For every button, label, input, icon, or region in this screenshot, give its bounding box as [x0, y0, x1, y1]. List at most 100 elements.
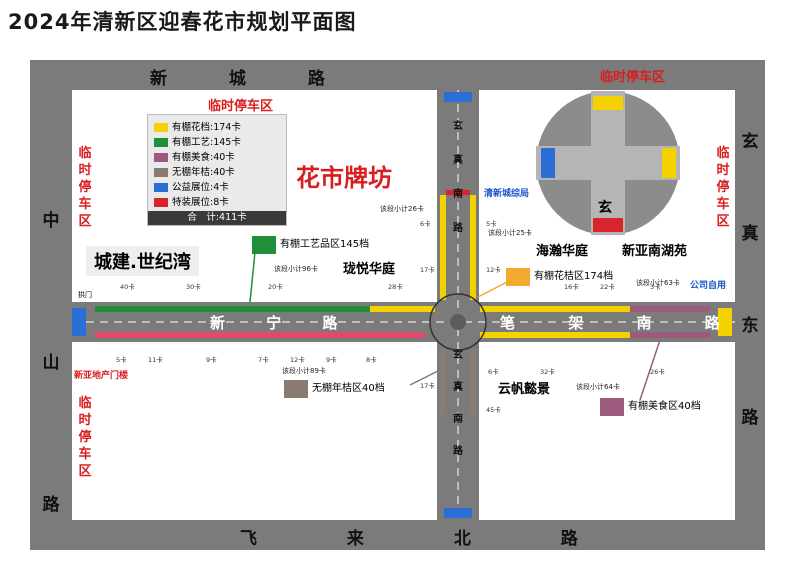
road-west [30, 60, 72, 550]
road-north [30, 60, 765, 90]
booths-east-south-food [630, 332, 710, 338]
zone-orange: 无棚年桔区40档 [284, 380, 385, 398]
north-gate-marker [444, 92, 472, 102]
booths-east-south [480, 332, 630, 338]
road-south [30, 520, 765, 550]
count-n4: 12卡 [486, 266, 501, 274]
count-e2: 22卡 [600, 283, 615, 291]
count-es1: 6卡 [488, 368, 499, 376]
inset-booths-left [541, 148, 555, 178]
parking-left-bottom: 临时停车区 [78, 396, 92, 479]
count-ws3: 9卡 [206, 356, 217, 364]
subtotal-north: 该段小计26卡 [380, 205, 424, 213]
road-name-center-right: 笔 架 南 路 [500, 314, 744, 332]
zone-craft: 有棚工艺品区145档 [252, 236, 369, 254]
arch-label: 花市牌坊 [296, 164, 392, 192]
road-name-north-vertical: 玄真南路 [453, 121, 463, 234]
legend-swatch [154, 153, 168, 162]
leader-food [639, 339, 661, 401]
subtotal-west: 该段小计96卡 [274, 265, 318, 273]
booths-north-left [440, 195, 446, 300]
booths-west-north-flower [370, 306, 435, 312]
count-n2: 17卡 [420, 266, 435, 274]
count-n3: 5卡 [486, 220, 497, 228]
count-w3: 20卡 [268, 283, 283, 291]
count-ws6: 9卡 [326, 356, 337, 364]
gate-label: 新亚地产门楼 [74, 371, 129, 381]
booths-west-south [95, 332, 425, 338]
legend-swatch [154, 138, 168, 147]
map-title: 2024年清新区迎春花市规划平面图 [8, 10, 357, 34]
legend-item: 无棚年桔:40卡 [154, 166, 235, 179]
parking-top-left: 临时停车区 [208, 99, 274, 114]
east-entry-marker [718, 308, 732, 336]
count-w4: 28卡 [388, 283, 403, 291]
parking-left-top: 临时停车区 [78, 146, 92, 229]
zone-food: 有棚美食区40档 [600, 398, 701, 416]
legend-item: 有棚美食:40卡 [154, 151, 235, 164]
road-name-south: 飞 来 北 路 [240, 529, 620, 549]
yunfan-label: 云帆懿景 [498, 382, 551, 397]
chengjian-label: 城建.世纪湾 [86, 246, 199, 276]
count-ws2: 11卡 [148, 356, 163, 364]
count-w2: 30卡 [186, 283, 201, 291]
booths-north-right [470, 195, 476, 300]
parking-top-right: 临时停车区 [600, 70, 666, 85]
inset-booths-right [662, 148, 676, 178]
booths-south-left [440, 345, 446, 415]
count-w1: 40卡 [120, 283, 135, 291]
legend-item: 特装展位:8卡 [154, 196, 229, 209]
count-e3: 3卡 [650, 283, 661, 291]
legend-swatch [154, 123, 168, 132]
legend-swatch [154, 198, 168, 207]
legend: 有棚花档:174卡 有棚工艺:145卡 有棚美食:40卡 无棚年桔:40卡 公益… [147, 114, 287, 226]
booths-south-right [470, 345, 476, 415]
arch-marker [446, 190, 470, 195]
road-east [735, 60, 765, 550]
inset-road-v [591, 91, 625, 235]
legend-swatch [154, 168, 168, 177]
count-ws5: 12卡 [290, 356, 305, 364]
legend-item: 有棚花档:174卡 [154, 121, 241, 134]
leader-orange [409, 369, 441, 386]
legend-swatch [154, 183, 168, 192]
center-core [450, 314, 466, 330]
legend-item: 有棚工艺:145卡 [154, 136, 241, 149]
count-ws4: 7卡 [258, 356, 269, 364]
subtotal-east-south: 该段小计64卡 [576, 383, 620, 391]
entrance-label: 拱门 [78, 291, 92, 299]
subtotal-east: 该段小计63卡 [636, 279, 680, 287]
booths-east-north-food [630, 306, 710, 312]
south-gate-marker [444, 508, 472, 518]
longyue-label: 珑悦华庭 [343, 262, 396, 277]
legend-item: 公益展位:4卡 [154, 181, 229, 194]
count-n1: 6卡 [420, 220, 431, 228]
subtotal-north2: 该段小计25卡 [488, 229, 532, 237]
booths-east-north [480, 306, 710, 312]
subtotal-west-south: 该段小计89卡 [282, 367, 326, 375]
road-name-east: 玄真东路 [741, 132, 759, 428]
count-s2: 45卡 [486, 406, 501, 414]
parking-right: 临时停车区 [716, 146, 730, 229]
inset-booths-top [593, 96, 623, 110]
count-e1: 16卡 [564, 283, 579, 291]
count-es2: 32卡 [540, 368, 555, 376]
count-ws7: 8卡 [366, 356, 377, 364]
zone-flower: 有棚花桔区174档 [506, 268, 613, 286]
road-name-north: 新 城 路 [150, 69, 353, 89]
booths-west-north [95, 306, 370, 312]
company-label: 公司自用 [690, 281, 727, 291]
count-ws1: 5卡 [116, 356, 127, 364]
inset-xuan-label: 玄 [598, 200, 612, 216]
road-name-south-vertical: 玄真南路 [453, 350, 463, 457]
haihan-label: 海瀚华庭 [536, 244, 589, 259]
center-ring [429, 293, 487, 351]
leader-craft [249, 251, 256, 303]
count-es3: 26卡 [650, 368, 665, 376]
police-label: 清新城综局 [484, 189, 530, 199]
legend-total: 合 计:411卡 [148, 211, 286, 225]
west-entry-marker [72, 308, 86, 336]
xinya-label: 新亚南湖苑 [622, 244, 688, 259]
